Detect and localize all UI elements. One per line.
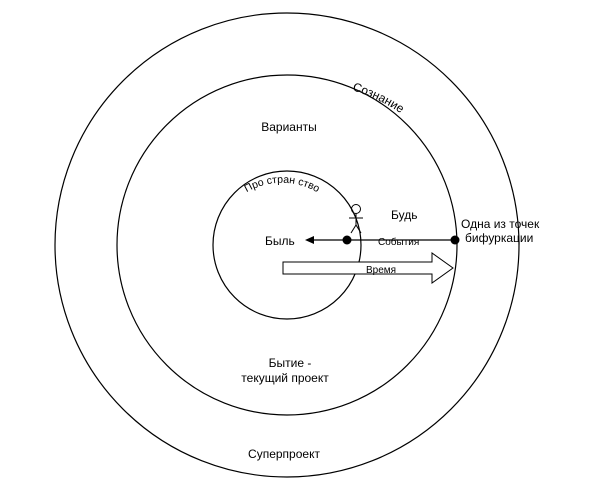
events-label: События (378, 236, 419, 248)
bifurcation-label-line1: Одна из точек (461, 217, 540, 231)
being-label-line2: текущий проект (241, 371, 329, 385)
future-label: Будь (391, 208, 417, 222)
stick-figure-icon (349, 204, 363, 234)
bifurcation-point-icon (450, 235, 460, 245)
space-arc-label: Про стран ство (242, 174, 321, 195)
superproject-label: Суперпроект (248, 447, 320, 461)
space-arc-text: Про стран ство (242, 174, 321, 195)
consciousness-arc-label: Сознание (351, 80, 407, 116)
bifurcation-label-line2: бифуркации (465, 231, 533, 245)
middle-circle (116, 74, 458, 416)
inner-circle (212, 170, 362, 320)
variants-label: Варианты (261, 120, 316, 134)
consciousness-arc-text: Сознание (351, 80, 407, 116)
time-arrow-icon (282, 252, 454, 284)
past-arrow-head (305, 236, 314, 244)
outer-circle (54, 12, 520, 478)
time-label: Время (366, 265, 396, 276)
present-point-icon (342, 235, 352, 245)
being-label-line1: Бытие - (269, 356, 312, 370)
past-label: Быль (265, 234, 295, 248)
